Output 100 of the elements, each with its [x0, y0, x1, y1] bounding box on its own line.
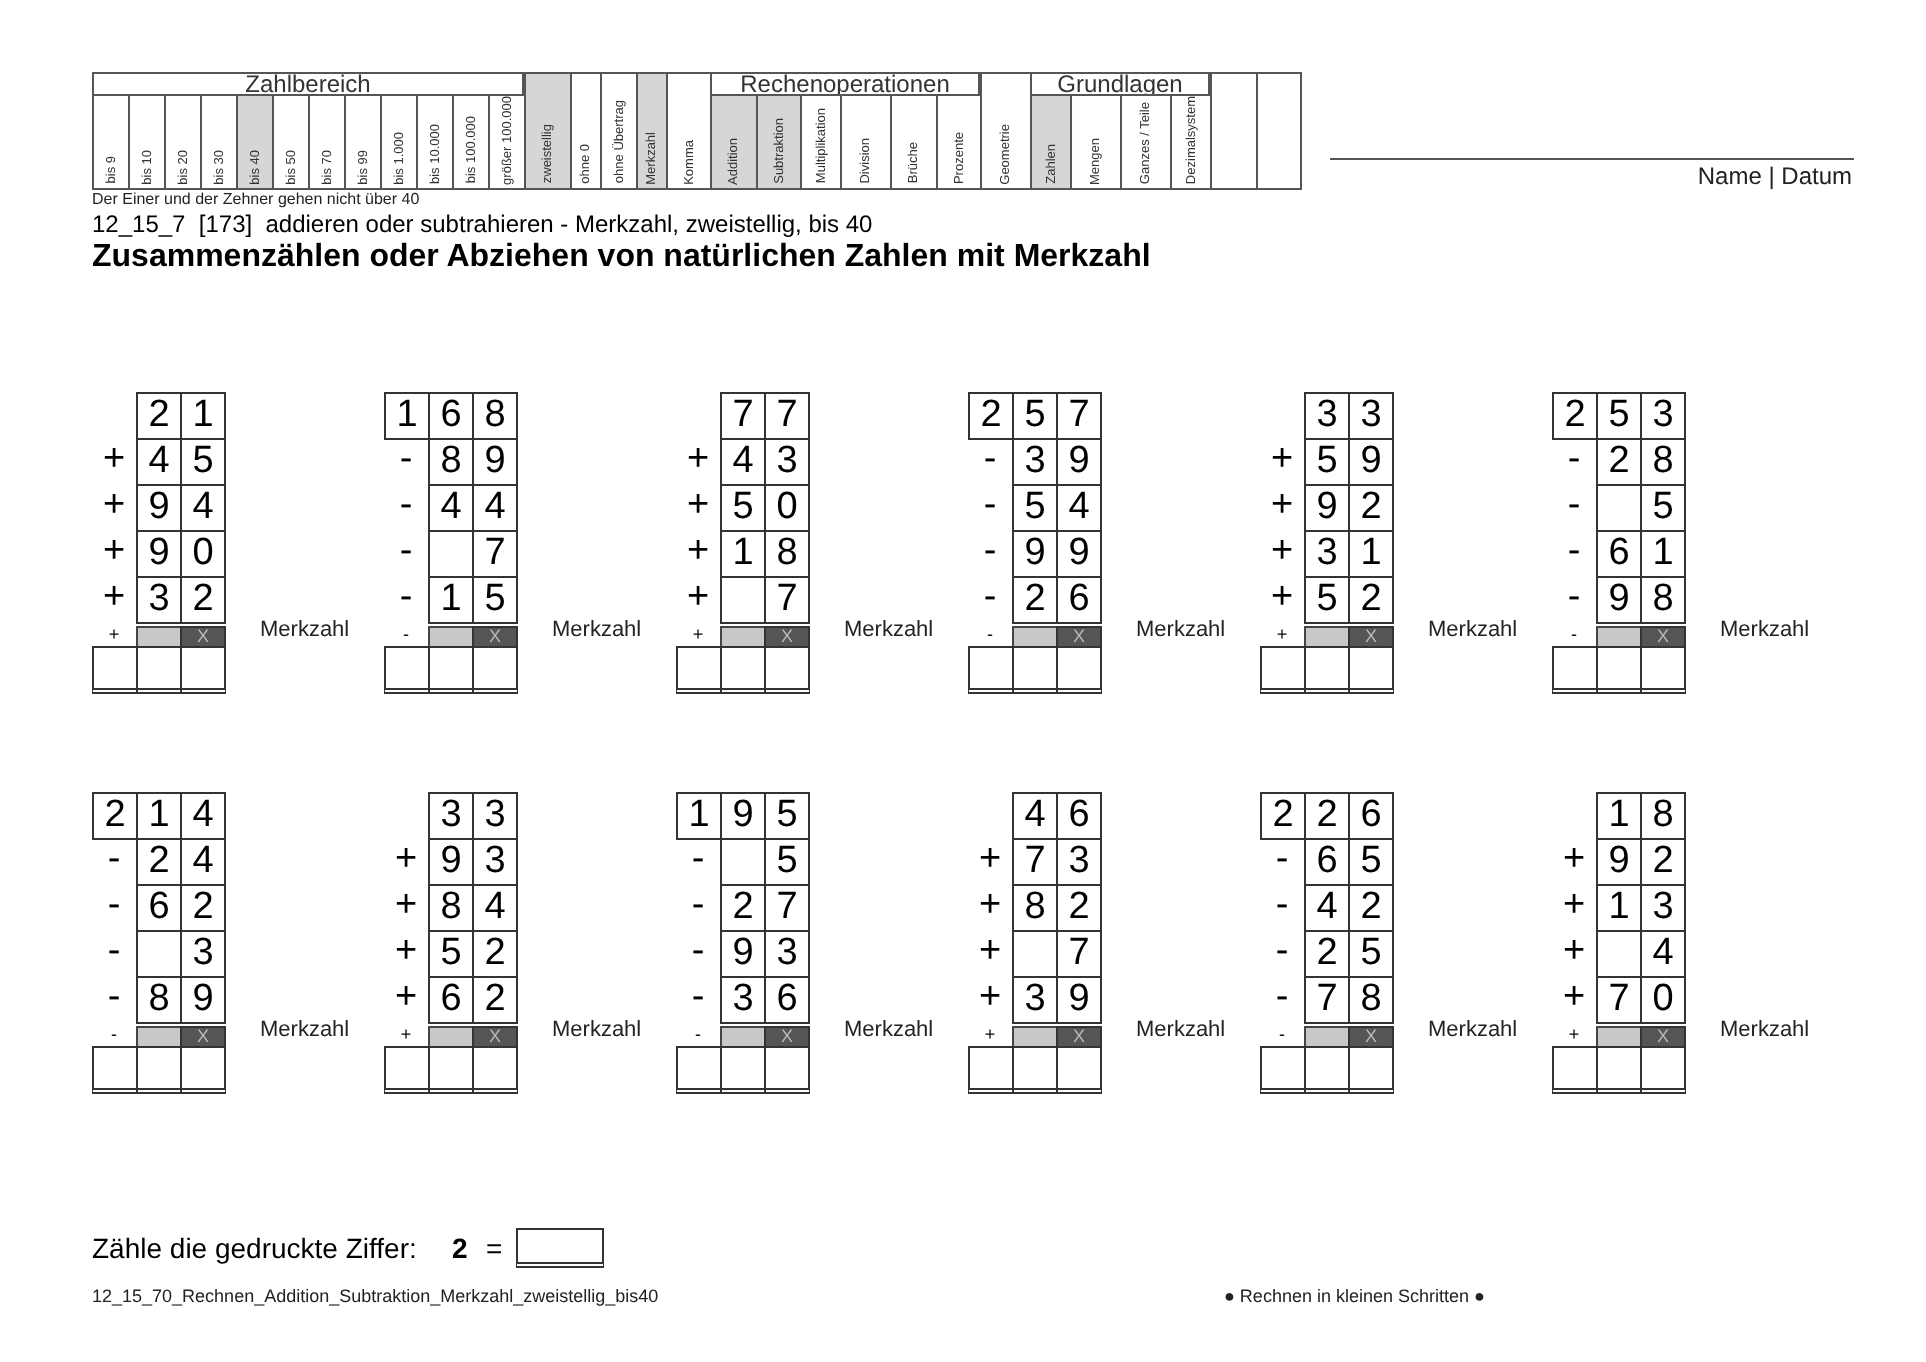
operator-sign: +	[1268, 484, 1296, 530]
digit: 1	[676, 792, 722, 840]
operator-sign: -	[1569, 626, 1579, 646]
digit: 3	[1640, 392, 1686, 440]
operator-sign: -	[1277, 1026, 1287, 1046]
operator-sign: -	[689, 930, 707, 976]
digit: 5	[764, 792, 810, 840]
operator-sign: -	[1565, 438, 1583, 484]
digit: 5	[472, 576, 518, 624]
operator-sign: -	[1273, 884, 1291, 930]
merkzahl-label: Merkzahl	[552, 1018, 642, 1042]
crossed-box: X	[1348, 626, 1394, 648]
operator-sign: -	[981, 438, 999, 484]
operator-sign: +	[1268, 576, 1296, 622]
crossed-box: X	[764, 1026, 810, 1048]
merkzahl-label: Merkzahl	[844, 618, 934, 642]
operator-sign: -	[105, 976, 123, 1022]
digit: 7	[720, 392, 766, 440]
operator-sign: +	[982, 1026, 998, 1046]
digit: 2	[1348, 576, 1394, 624]
operator-sign: -	[397, 576, 415, 622]
digit: 9	[180, 976, 226, 1024]
operator-sign: +	[1566, 1026, 1582, 1046]
digit: 3	[136, 576, 182, 624]
digit: 0	[1640, 976, 1686, 1024]
operator-sign: -	[689, 976, 707, 1022]
operator-sign: +	[684, 438, 712, 484]
digit: 3	[1304, 392, 1350, 440]
operator-sign: +	[684, 530, 712, 576]
digit: 1	[428, 576, 474, 624]
digit: 6	[1348, 792, 1394, 840]
operator-sign: +	[100, 530, 128, 576]
operator-sign: +	[1268, 438, 1296, 484]
crossed-box: X	[180, 626, 226, 648]
merkzahl-label: Merkzahl	[1136, 618, 1226, 642]
digit: 8	[1640, 792, 1686, 840]
operator-sign: -	[689, 838, 707, 884]
digit: 6	[764, 976, 810, 1024]
merkzahl-label: Merkzahl	[1136, 1018, 1226, 1042]
digit: 8	[472, 392, 518, 440]
digit: 7	[1304, 976, 1350, 1024]
operator-sign: +	[398, 1026, 414, 1046]
digit: 3	[428, 792, 474, 840]
merkzahl-label: Merkzahl	[260, 618, 350, 642]
crossed-box: X	[1348, 1026, 1394, 1048]
digit: 8	[1640, 576, 1686, 624]
merkzahl-label: Merkzahl	[260, 1018, 350, 1042]
digit: 7	[1596, 976, 1642, 1024]
file-name-text: 12_15_70_Rechnen_Addition_Subtraktion_Merkzahl_zweistellig_bis40	[92, 1286, 659, 1306]
equals-sign: =	[486, 1232, 503, 1264]
digit: 3	[720, 976, 766, 1024]
digit: 8	[1348, 976, 1394, 1024]
digit: 9	[1056, 976, 1102, 1024]
crossed-box: X	[472, 626, 518, 648]
operator-sign: +	[392, 884, 420, 930]
operator-sign: -	[981, 530, 999, 576]
operator-sign: -	[1565, 576, 1583, 622]
digit: 2	[1012, 576, 1058, 624]
digit: 1	[180, 392, 226, 440]
operator-sign: -	[105, 838, 123, 884]
digit: 7	[764, 392, 810, 440]
digit: 2	[1552, 392, 1598, 440]
operator-sign: -	[397, 484, 415, 530]
digit: 3	[1348, 392, 1394, 440]
operator-sign: +	[976, 838, 1004, 884]
operator-sign: -	[1565, 484, 1583, 530]
merkzahl-label: Merkzahl	[1720, 1018, 1810, 1042]
crossed-box: X	[1640, 626, 1686, 648]
operator-sign: +	[1274, 626, 1290, 646]
operator-sign: +	[1560, 838, 1588, 884]
digit: 2	[472, 976, 518, 1024]
crossed-box: X	[180, 1026, 226, 1048]
operator-sign: +	[106, 626, 122, 646]
operator-sign: -	[105, 930, 123, 976]
digit: 5	[1304, 576, 1350, 624]
operator-sign: -	[985, 626, 995, 646]
digit: 9	[1596, 576, 1642, 624]
operator-sign: -	[981, 484, 999, 530]
operator-sign: -	[1565, 530, 1583, 576]
digit: 2	[92, 792, 138, 840]
operator-sign: +	[1560, 884, 1588, 930]
digit: 2	[136, 392, 182, 440]
name-date-label: Name | Datum	[1697, 162, 1852, 190]
merkzahl-label: Merkzahl	[1428, 1018, 1518, 1042]
digit: 3	[472, 792, 518, 840]
digit: 1	[1596, 792, 1642, 840]
operator-sign: -	[397, 530, 415, 576]
count-prompt: Zähle die gedruckte Ziffer:	[92, 1232, 417, 1264]
operator-sign: +	[392, 930, 420, 976]
digit: 4	[180, 792, 226, 840]
crossed-box: X	[472, 1026, 518, 1048]
operator-sign: -	[109, 1026, 119, 1046]
operator-sign: -	[981, 576, 999, 622]
crossed-box: X	[1056, 626, 1102, 648]
digit: 3	[1012, 976, 1058, 1024]
operator-sign: -	[1273, 838, 1291, 884]
digit: 7	[1056, 392, 1102, 440]
operator-sign: -	[401, 626, 411, 646]
merkzahl-label: Merkzahl	[552, 618, 642, 642]
digit: 2	[180, 576, 226, 624]
